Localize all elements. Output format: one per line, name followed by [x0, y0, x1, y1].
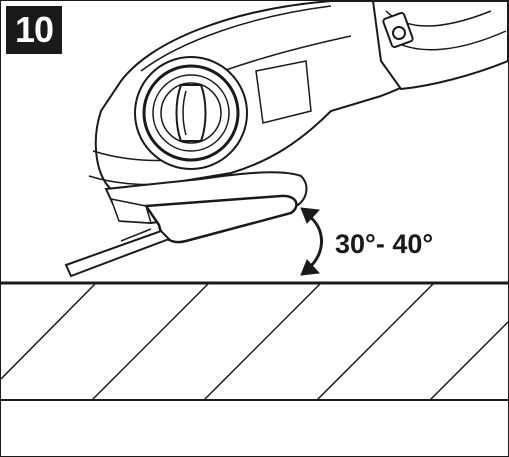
spindle-lock-button [175, 84, 207, 142]
grinding-disc [64, 229, 171, 278]
angle-range-label: 30°- 40° [335, 229, 434, 259]
double-arrow-icon [300, 207, 323, 276]
figure-number-badge: 10 [6, 6, 62, 54]
vent-panel [255, 60, 312, 124]
workpiece [1, 281, 508, 401]
angle-grinder-illustration [64, 1, 508, 278]
switch-knob [392, 26, 406, 40]
workpiece-hatching [1, 282, 508, 401]
